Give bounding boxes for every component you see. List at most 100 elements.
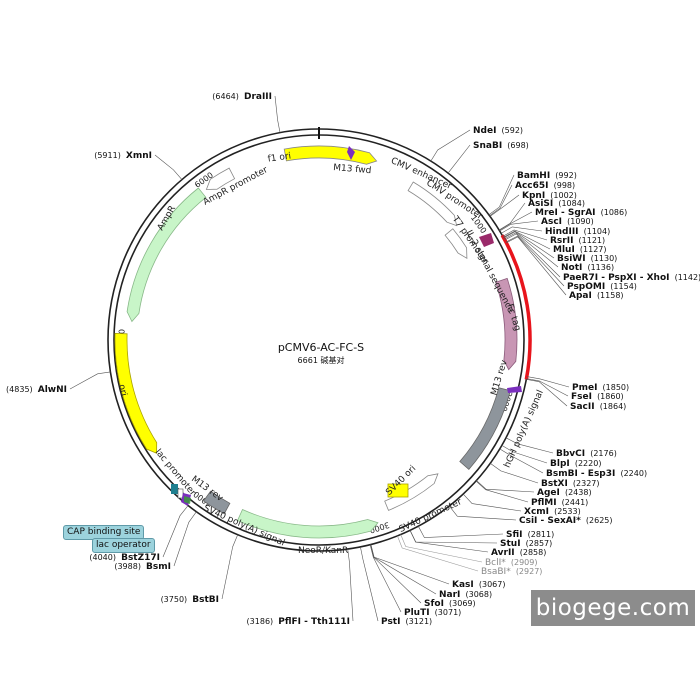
site-leader-line	[369, 544, 402, 613]
site-position: (6464)	[212, 92, 239, 101]
site-position: (998)	[554, 181, 576, 190]
site-name: BsiWI	[557, 254, 586, 264]
site-leader-line	[500, 226, 543, 234]
site-position: (4835)	[6, 385, 33, 394]
m13-rev-primer-icon	[507, 386, 522, 393]
site-label: PaeR7I - PspXI - XhoI (1142)	[563, 273, 700, 283]
site-position: (3069)	[449, 599, 476, 608]
site-name: NdeI	[473, 126, 496, 136]
site-leader-line	[526, 376, 570, 388]
site-name: BstXI	[541, 479, 568, 489]
site-label: BbvCI (2176)	[556, 449, 617, 459]
site-position: (4040)	[89, 553, 116, 562]
feature-sv40-polya-block	[203, 490, 231, 515]
site-leader-line	[490, 463, 539, 484]
site-position: (1121)	[579, 236, 606, 245]
site-position: (1084)	[558, 199, 585, 208]
site-position: (2811)	[528, 530, 555, 539]
site-name: BamHI	[517, 171, 550, 181]
site-label: (6464) DraIII	[212, 92, 272, 102]
site-label: KasI (3067)	[452, 580, 505, 590]
site-name: DraIII	[244, 92, 272, 102]
site-position: (698)	[507, 141, 529, 150]
site-name: SfoI	[424, 599, 444, 609]
site-label: AsiSI (1084)	[528, 199, 585, 209]
site-label: SacII (1864)	[570, 402, 626, 412]
site-leader-line	[489, 184, 513, 217]
site-name: MreI - SgrAI	[535, 208, 596, 218]
site-position: (3988)	[114, 562, 141, 571]
site-leader-line	[506, 236, 567, 296]
site-label: PflMI (2441)	[531, 498, 588, 508]
feature-label-f1-ori: f1 ori	[267, 151, 292, 164]
site-label: (3186) PflFI - Tth111I	[247, 617, 350, 627]
site-label: NdeI (592)	[473, 126, 523, 136]
site-leader-line	[501, 445, 548, 464]
site-leader-line	[221, 534, 238, 600]
site-position: (1086)	[601, 208, 628, 217]
site-leader-line	[504, 232, 559, 268]
site-position: (2240)	[620, 469, 647, 478]
site-leader-line	[503, 230, 551, 250]
site-position: (1136)	[587, 263, 614, 272]
site-label: CsiI - SexAI* (2625)	[519, 516, 613, 526]
site-position: (1090)	[567, 217, 594, 226]
feature-ampr-promoter-arrow	[205, 167, 236, 190]
site-name: KasI	[452, 580, 474, 590]
site-leader-line	[347, 548, 354, 622]
site-label: PstI (3121)	[381, 617, 432, 627]
site-label: PmeI (1850)	[572, 383, 629, 393]
site-position: (1158)	[597, 291, 624, 300]
site-leader-line	[504, 233, 561, 278]
site-label: (4835) AlwNI	[6, 385, 67, 395]
site-name: FseI	[571, 392, 592, 402]
site-name: XcmI	[524, 507, 549, 517]
site-position: (1864)	[600, 402, 627, 411]
m13-fwd-primer-icon	[347, 146, 355, 160]
site-label: NarI (3068)	[439, 590, 492, 600]
site-position: (2533)	[554, 507, 581, 516]
lac-promoter-arrow-icon	[184, 496, 191, 504]
site-position: (2438)	[565, 488, 592, 497]
site-name: NotI	[561, 263, 582, 273]
site-position: (2857)	[526, 539, 553, 548]
site-name: PstI	[381, 617, 400, 627]
site-name: SfiI	[506, 530, 523, 540]
site-position: (5911)	[94, 151, 121, 160]
site-name: XmnI	[126, 151, 152, 161]
site-leader-line	[409, 530, 498, 544]
site-leader-line	[488, 174, 515, 216]
site-leader-line	[498, 202, 526, 231]
site-position: (2858)	[520, 548, 547, 557]
site-leader-line	[503, 231, 555, 259]
site-name: AscI	[541, 217, 562, 227]
site-name: AvrII	[491, 548, 515, 558]
site-leader-line	[154, 154, 183, 180]
site-label: NotI (1136)	[561, 263, 614, 273]
site-label: HindIII (1104)	[545, 227, 610, 237]
site-label: BsiWI (1130)	[557, 254, 617, 264]
site-name: BsmI	[146, 562, 171, 572]
feature-cmv-enhancer-arrow	[407, 181, 458, 227]
site-label: SnaBI (698)	[473, 141, 529, 151]
site-label: SfoI (3069)	[424, 599, 476, 609]
site-name: SacII	[570, 402, 595, 412]
site-name: SnaBI	[473, 141, 502, 151]
site-label: BstXI (2327)	[541, 479, 600, 489]
feature-ampr-arrow	[126, 187, 207, 323]
site-position: (592)	[502, 126, 524, 135]
site-position: (2927)	[516, 567, 543, 576]
site-label: AscI (1090)	[541, 217, 594, 227]
site-position: (3068)	[466, 590, 493, 599]
site-name: BsaBI*	[481, 567, 511, 577]
sv40-ori-box	[387, 483, 409, 498]
site-label: StuI (2857)	[500, 539, 552, 549]
site-name: AgeI	[537, 488, 560, 498]
site-name: AlwNI	[38, 385, 67, 395]
site-name: BsmBI - Esp3I	[546, 469, 615, 479]
site-position: (1154)	[610, 282, 637, 291]
site-label: AvrII (2858)	[491, 548, 546, 558]
lac-operator-tag: lac operator	[92, 538, 155, 553]
site-label: MluI (1127)	[553, 245, 607, 255]
